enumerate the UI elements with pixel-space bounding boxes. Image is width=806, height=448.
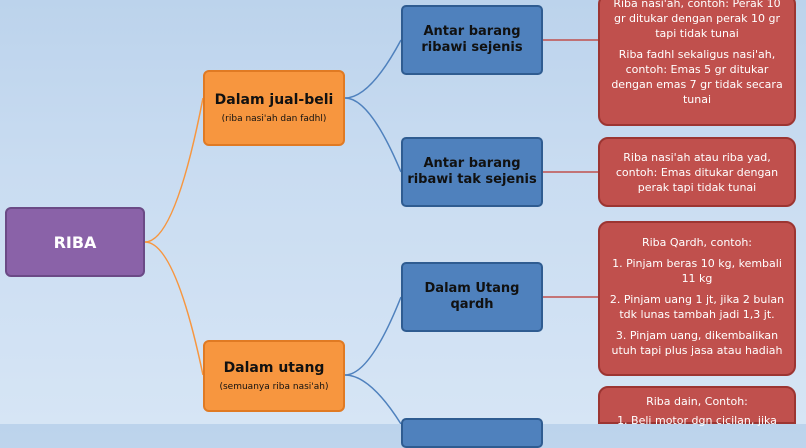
note-text: Riba nasi'ah, contoh: Perak 10 gr dituka… bbox=[613, 0, 781, 40]
note-box-tak-sejenis: Riba nasi'ah atau riba yad, contoh: Emas… bbox=[598, 137, 796, 207]
note-text: 3. Pinjam uang, dikembalikan utuh tapi p… bbox=[611, 329, 783, 357]
note-text: Riba Qardh, contoh: bbox=[641, 236, 753, 249]
note-text: 2. Pinjam uang 1 jt, jika 2 bulan tdk lu… bbox=[609, 293, 785, 321]
connector-lines bbox=[144, 39, 598, 424]
note-text: 1. Pinjam beras 10 kg, kembali 11 kg bbox=[612, 257, 782, 285]
branch-label: Dalam utang bbox=[223, 360, 325, 376]
connector-jualbeli-taksejenis bbox=[344, 97, 402, 173]
connector-root-utang bbox=[144, 241, 204, 376]
note-text: Riba dain, Contoh: bbox=[646, 395, 748, 408]
connector-utang-dain bbox=[344, 374, 402, 424]
note-text: Riba nasi'ah atau riba yad, contoh: Emas… bbox=[615, 150, 779, 194]
subbranch-node-qardh: Dalam Utang qardh bbox=[401, 262, 543, 332]
root-node-riba: RIBA bbox=[5, 207, 145, 277]
branch-node-jual-beli: Dalam jual-beli (riba nasi'ah dan fadhl) bbox=[203, 70, 345, 146]
note-box-sejenis: Riba nasi'ah, contoh: Perak 10 gr dituka… bbox=[598, 0, 796, 126]
connector-jualbeli-sejenis bbox=[344, 39, 402, 99]
note-text: Riba fadhl sekaligus nasi'ah, contoh: Em… bbox=[611, 48, 783, 106]
subbranch-label: Dalam Utang qardh bbox=[424, 281, 520, 312]
branch-node-utang: Dalam utang (semuanya riba nasi'ah) bbox=[203, 340, 345, 412]
connector-root-jualbeli bbox=[144, 97, 204, 243]
branch-sublabel: (semuanya riba nasi'ah) bbox=[219, 382, 329, 392]
subbranch-label: Antar barang ribawi sejenis bbox=[421, 24, 523, 55]
note-box-qardh: Riba Qardh, contoh: 1. Pinjam beras 10 k… bbox=[598, 221, 796, 376]
branch-sublabel: (riba nasi'ah dan fadhl) bbox=[221, 114, 327, 124]
note-box-dain: Riba dain, Contoh: 1. Beli motor dgn cic… bbox=[598, 386, 796, 427]
note-text: 1. Beli motor dgn cicilan, jika bbox=[617, 414, 777, 427]
subbranch-label: Antar barang ribawi tak sejenis bbox=[407, 156, 537, 187]
subbranch-node-sejenis: Antar barang ribawi sejenis bbox=[401, 5, 543, 75]
root-label: RIBA bbox=[53, 232, 97, 252]
subbranch-node-dain bbox=[401, 418, 543, 448]
connector-utang-qardh bbox=[344, 296, 402, 376]
branch-label: Dalam jual-beli bbox=[214, 92, 334, 108]
subbranch-node-tak-sejenis: Antar barang ribawi tak sejenis bbox=[401, 137, 543, 207]
